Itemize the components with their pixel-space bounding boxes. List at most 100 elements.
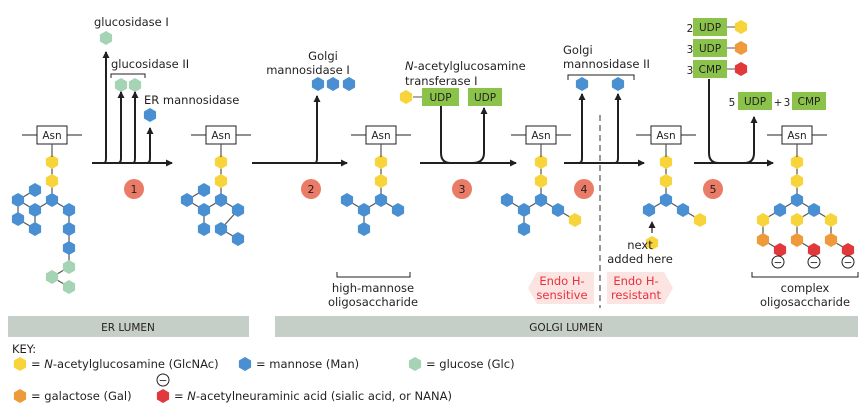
step5-in-arrow bbox=[708, 79, 720, 164]
man8-glcnac-residue bbox=[214, 174, 228, 188]
man8-mannose-residue bbox=[231, 203, 245, 217]
glucosidase-1-label: glucosidase I bbox=[94, 15, 169, 29]
man8-mannose-residue bbox=[197, 203, 211, 217]
endo-h-sensitive-line2: sensitive bbox=[536, 288, 587, 302]
complex-glcnac-residue bbox=[824, 213, 838, 227]
released-glucose-residue bbox=[128, 78, 142, 92]
key-items: = N-acetylglucosamine (GlcNAc) = mannose … bbox=[13, 357, 515, 403]
endo-h-resistant-line1: Endo H- bbox=[613, 274, 658, 288]
hybrid-glcnac-residue bbox=[534, 174, 548, 188]
precursor-mannose-residue bbox=[45, 193, 59, 207]
negative-charge-icon: − bbox=[841, 255, 855, 269]
key-item-glcnac: = N-acetylglucosamine (GlcNAc) bbox=[13, 357, 219, 371]
asn-residue-4: Asn bbox=[511, 125, 571, 157]
nana-key-icon bbox=[156, 389, 170, 403]
man8-mannose-residue bbox=[197, 183, 211, 197]
step5-output-count-a: 5 bbox=[729, 97, 736, 109]
asn-label: Asn bbox=[211, 130, 230, 142]
step-1-circle bbox=[124, 179, 144, 199]
precursor-mannose-residue bbox=[62, 241, 76, 255]
label-rest: -acetylglucosamine bbox=[414, 59, 526, 73]
key-title: KEY: bbox=[12, 342, 36, 356]
endo-h-sensitive-arrow bbox=[528, 272, 594, 304]
glycan-residues: −−− bbox=[11, 20, 855, 294]
key: KEY: = N-acetylglucosamine (GlcNAc) = man… bbox=[12, 342, 515, 403]
released-mannose-residue bbox=[311, 77, 325, 91]
precursor-glcnac-residue bbox=[45, 174, 59, 188]
step-2-circle bbox=[301, 179, 321, 199]
mannose-key-icon bbox=[238, 357, 252, 371]
precursor-mannose-residue bbox=[62, 203, 76, 217]
step-5-number: 5 bbox=[710, 183, 717, 196]
trimmed-mannose-residue bbox=[676, 203, 690, 217]
process-arrows bbox=[92, 51, 774, 167]
er-mannosidase-label: ER mannosidase bbox=[144, 93, 239, 107]
asn-label: Asn bbox=[787, 130, 806, 142]
complex-label-line2: oligosaccharide bbox=[760, 295, 850, 309]
complex-nana-residue bbox=[841, 243, 855, 257]
released-mannose-residue bbox=[143, 108, 157, 122]
released-mannose-residue bbox=[342, 77, 356, 91]
released-mannose-residue bbox=[326, 77, 340, 91]
complex-mannose-residue bbox=[790, 193, 804, 207]
key-item-label: = galactose (Gal) bbox=[31, 389, 132, 403]
step5-input-box-2 bbox=[693, 39, 727, 57]
glcnac-transferase-label-line2: transferase I bbox=[405, 74, 478, 88]
complex-galactose-residue bbox=[790, 233, 804, 247]
endo-h-resistant-arrow bbox=[607, 272, 673, 304]
complex-glcnac-residue bbox=[790, 174, 804, 188]
man8-glcnac-residue bbox=[214, 155, 228, 169]
released-mannose-residue bbox=[575, 77, 589, 91]
glucosidase-2-bracket bbox=[110, 73, 146, 78]
asn-label: Asn bbox=[371, 130, 390, 142]
complex-mannose-residue bbox=[807, 203, 821, 217]
step-4-number: 4 bbox=[581, 183, 588, 196]
hybrid-mannose-residue bbox=[534, 193, 548, 207]
high-mannose-label-line2: oligosaccharide bbox=[328, 295, 418, 309]
brackets bbox=[110, 73, 859, 278]
step5-out-arrow bbox=[743, 116, 758, 164]
step5-input-count-1: 2 bbox=[687, 23, 694, 35]
high-mannose-mannose-residue bbox=[391, 203, 405, 217]
negative-charge-icon: − bbox=[807, 255, 821, 269]
step-4-circle bbox=[574, 179, 594, 199]
donor-nana-sugar bbox=[734, 62, 748, 76]
released-mannose-residue bbox=[611, 77, 625, 91]
golgi-mannosidase-2-bracket bbox=[567, 74, 635, 80]
step5-input-box-1 bbox=[693, 18, 727, 36]
golgi-mannosidase-1-label-line2: mannosidase I bbox=[266, 63, 350, 77]
trimmed-glcnac-residue bbox=[693, 213, 707, 227]
key-item-label: = glucose (Glc) bbox=[426, 357, 515, 371]
precursor-mannose-residue bbox=[28, 183, 42, 197]
step5-input-box-3 bbox=[693, 60, 727, 78]
step-2-number: 2 bbox=[308, 183, 315, 196]
charge-circle bbox=[771, 255, 785, 269]
trimmed-mannose-residue bbox=[642, 203, 656, 217]
high-mannose-mannose-residue bbox=[357, 203, 371, 217]
precursor-glucose-residue bbox=[62, 260, 76, 274]
er-lumen-label: ER LUMEN bbox=[101, 322, 155, 334]
udp-out-arrow bbox=[471, 107, 488, 164]
key-item-mannose: = mannose (Man) bbox=[238, 357, 359, 371]
negative-charge-icon: − bbox=[771, 255, 785, 269]
step5-input-label-3: CMP bbox=[699, 64, 722, 76]
asn-residue-1: Asn bbox=[22, 125, 82, 157]
key-item-label: = N-acetylneuraminic acid (sialic acid, … bbox=[174, 389, 452, 403]
man8-mannose-residue bbox=[180, 193, 194, 207]
precursor-mannose-residue bbox=[11, 193, 25, 207]
complex-nana-residue bbox=[807, 243, 821, 257]
golgi-mannosidase-2-label-line1: Golgi bbox=[563, 43, 593, 57]
trimmed-glcnac-residue bbox=[659, 174, 673, 188]
step5-input-count-2: 3 bbox=[687, 44, 694, 56]
glucosidase-2-arrow-b bbox=[131, 91, 139, 164]
complex-nana-residue bbox=[773, 243, 787, 257]
udp-glcnac-box bbox=[422, 88, 459, 106]
hybrid-mannose-residue bbox=[551, 203, 565, 217]
italic-n: N bbox=[405, 59, 414, 73]
step5-input-label-1: UDP bbox=[699, 22, 721, 34]
donor-glcnac-sugar bbox=[734, 20, 748, 34]
precursor-mannose-residue bbox=[28, 203, 42, 217]
charge-symbol: − bbox=[159, 375, 168, 387]
